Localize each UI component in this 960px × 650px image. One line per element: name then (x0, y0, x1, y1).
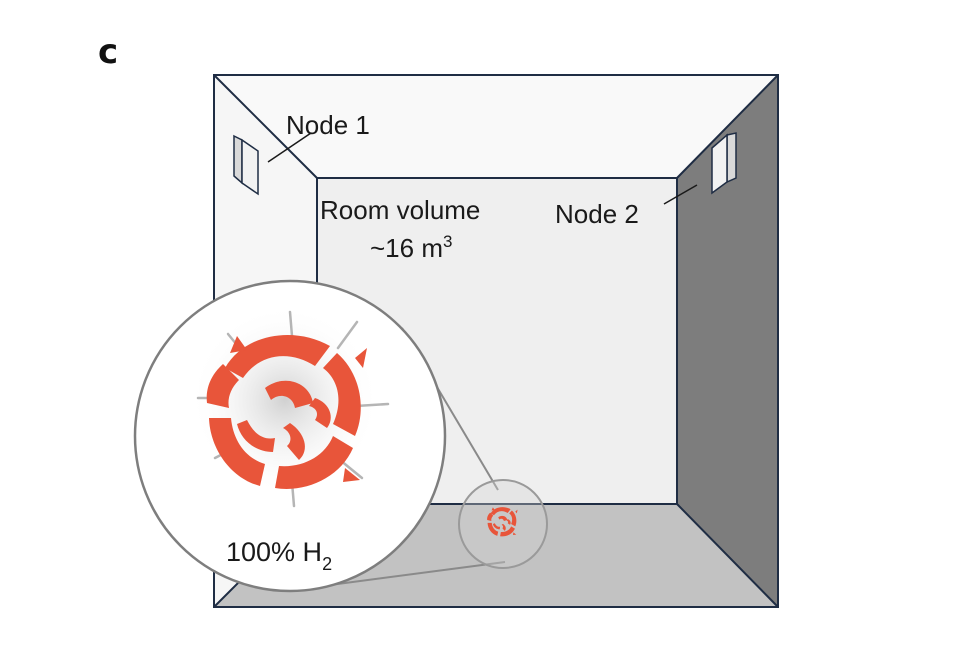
node-1-leader (267, 132, 312, 163)
explosion-shard (343, 468, 360, 482)
node-2-label: Node 2 (555, 199, 639, 229)
explosion-shard (498, 515, 508, 521)
right-wall (677, 75, 778, 607)
node-2-leader (663, 184, 698, 205)
explosion-shard (275, 436, 353, 489)
explosion-icon (487, 507, 518, 537)
ceiling (214, 75, 778, 178)
explosion-shard (209, 418, 265, 486)
explosion-shard (509, 510, 517, 527)
panel-label: c (98, 32, 118, 72)
explosion-shard (206, 364, 239, 408)
explosion-shard (487, 522, 499, 536)
explosion-shard (492, 523, 501, 530)
explosion-shard (230, 336, 247, 353)
explosion-shard (355, 348, 367, 368)
inset-circle (133, 279, 447, 593)
explosion-shard (513, 532, 517, 536)
room-volume-value: ~16 m3 (370, 232, 452, 263)
sensor-node-icon (233, 134, 259, 196)
explosion-shard (506, 519, 511, 525)
explosion-icon (206, 334, 367, 489)
explosion-shard (225, 334, 330, 378)
inset-label-subscript: 2 (322, 554, 332, 574)
explosion-shard (490, 507, 511, 516)
explosion-shard (309, 398, 331, 428)
explosion-shard (487, 512, 494, 521)
explosion-shard (323, 353, 361, 436)
node-1-label: Node 1 (286, 110, 370, 140)
inset-label: 100% H2 (226, 537, 332, 574)
explosion-shard (501, 523, 506, 531)
room-volume-label: Room volume (320, 195, 480, 225)
explosion-shard (265, 380, 313, 408)
explosion-shard (491, 507, 495, 511)
sensor-node-icon (711, 132, 737, 195)
explosion-shard (283, 423, 305, 460)
explosion-shard (500, 526, 515, 537)
small-explosion (458, 479, 548, 569)
room-volume-unit-superscript: 3 (443, 232, 452, 251)
explosion-shard (515, 509, 518, 514)
explosion-shard (237, 420, 275, 452)
